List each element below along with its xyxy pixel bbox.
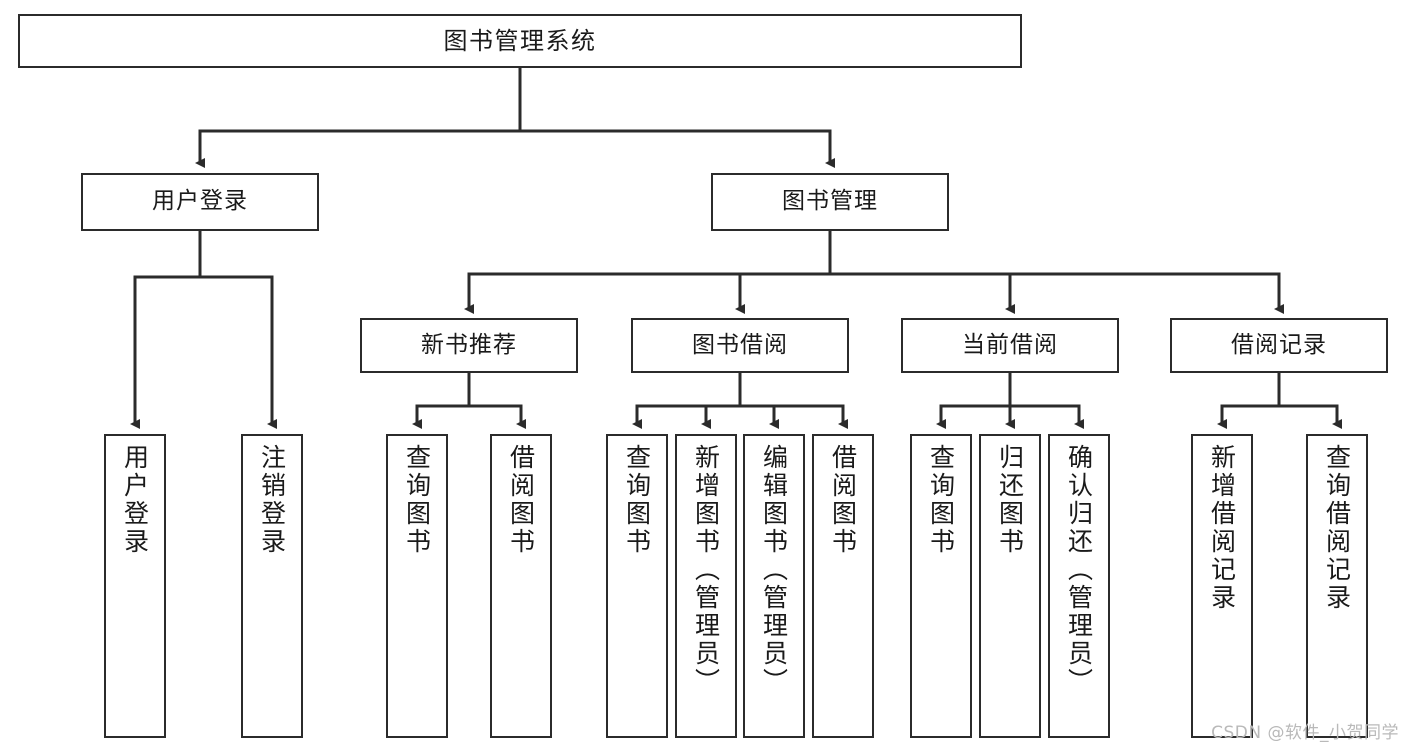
node-label: 查询图书 [926, 444, 956, 556]
node-label: 新增图书（管理员） [691, 444, 721, 696]
node-label: 借阅图书 [506, 444, 536, 556]
leaf-current-confirm-return-admin[interactable]: 确认归还（管理员） [1048, 434, 1110, 738]
leaf-current-return-book[interactable]: 归还图书 [979, 434, 1041, 738]
leaf-current-query-book[interactable]: 查询图书 [910, 434, 972, 738]
node-label: 图书管理系统 [443, 26, 597, 55]
node-new-book-recommendation[interactable]: 新书推荐 [360, 318, 578, 373]
leaf-borrow-add-book-admin[interactable]: 新增图书（管理员） [675, 434, 737, 738]
node-label: 查询图书 [402, 444, 432, 556]
node-label: 图书借阅 [692, 331, 788, 358]
node-label: 新书推荐 [421, 331, 517, 358]
node-label: 编辑图书（管理员） [759, 444, 789, 696]
leaf-borrow-query-book[interactable]: 查询图书 [606, 434, 668, 738]
node-label: 图书管理 [782, 188, 878, 215]
leaf-record-add-borrow-record[interactable]: 新增借阅记录 [1191, 434, 1253, 738]
node-root-book-management-system[interactable]: 图书管理系统 [18, 14, 1022, 68]
node-label: 注销登录 [257, 444, 287, 556]
node-user-login[interactable]: 用户登录 [81, 173, 319, 231]
node-book-borrow[interactable]: 图书借阅 [631, 318, 849, 373]
node-label: 确认归还（管理员） [1064, 444, 1094, 696]
leaf-borrow-borrow-book[interactable]: 借阅图书 [812, 434, 874, 738]
node-label: 归还图书 [995, 444, 1025, 556]
leaf-user-login[interactable]: 用户登录 [104, 434, 166, 738]
node-label: 借阅记录 [1231, 331, 1327, 358]
leaf-record-query-borrow-record[interactable]: 查询借阅记录 [1306, 434, 1368, 738]
node-label: 借阅图书 [828, 444, 858, 556]
leaf-borrow-edit-book-admin[interactable]: 编辑图书（管理员） [743, 434, 805, 738]
node-book-management[interactable]: 图书管理 [711, 173, 949, 231]
leaf-new-book-borrow-book[interactable]: 借阅图书 [490, 434, 552, 738]
node-label: 查询借阅记录 [1322, 444, 1352, 612]
node-borrow-record[interactable]: 借阅记录 [1170, 318, 1388, 373]
node-label: 新增借阅记录 [1207, 444, 1237, 612]
node-label: 用户登录 [152, 188, 248, 215]
leaf-logout[interactable]: 注销登录 [241, 434, 303, 738]
node-label: 用户登录 [120, 444, 150, 556]
leaf-new-book-query-book[interactable]: 查询图书 [386, 434, 448, 738]
node-current-borrow[interactable]: 当前借阅 [901, 318, 1119, 373]
node-label: 当前借阅 [962, 331, 1058, 358]
node-label: 查询图书 [622, 444, 652, 556]
